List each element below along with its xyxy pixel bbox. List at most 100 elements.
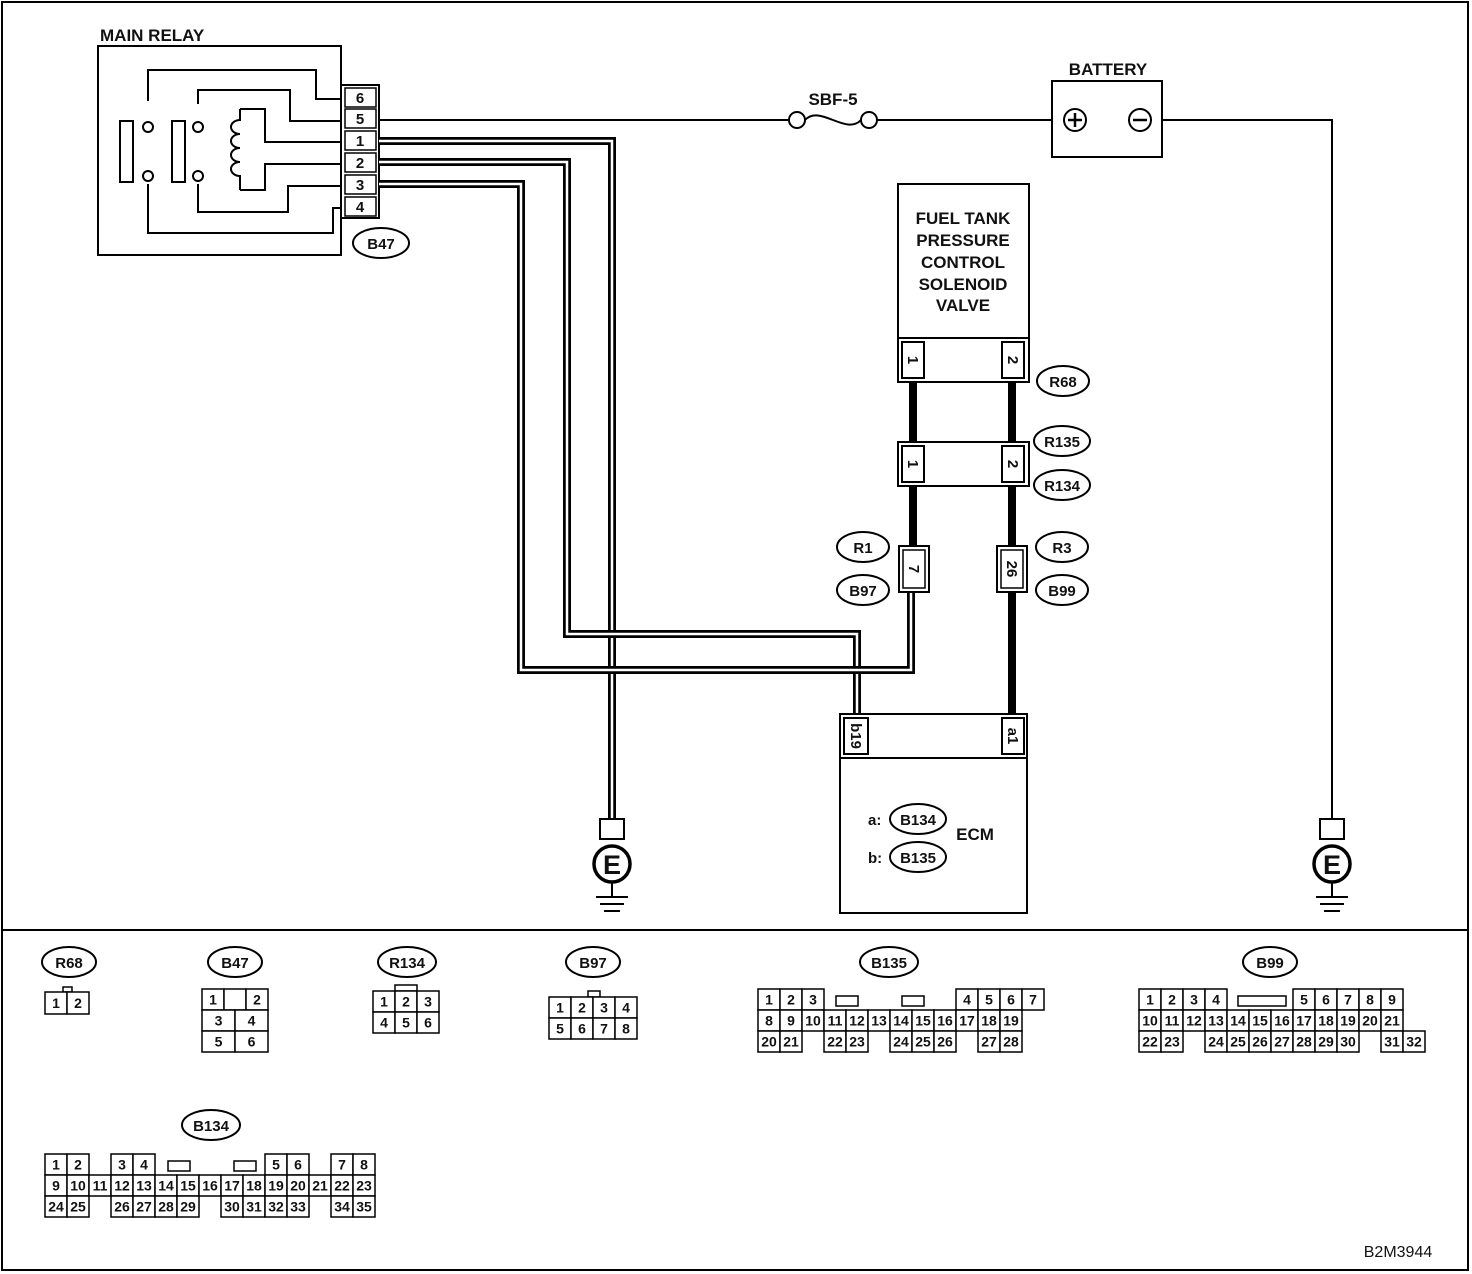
ecm-b-connector: B135 (900, 850, 936, 867)
relay-wire-pin4 (147, 184, 341, 234)
legend-pin-number: 23 (849, 1034, 865, 1050)
legend-pin-number: 1 (52, 995, 60, 1011)
legend-pin-number: 7 (338, 1157, 346, 1173)
legend-pin-number: 8 (622, 1021, 630, 1037)
main-relay: MAIN RELAY 6 5 1 2 3 4 B47 (97, 26, 410, 259)
legend-key-tabs (62, 984, 1287, 1172)
legend-pin-number: 8 (360, 1157, 368, 1173)
figure-code: B2M3944 (1364, 1244, 1433, 1261)
legend-pin-number: 11 (828, 1013, 843, 1029)
legend-pin-number: 33 (290, 1199, 306, 1215)
legend-pin-number: 17 (1296, 1013, 1312, 1029)
legend-pin-number: 28 (158, 1199, 174, 1215)
legend-pin-number: 25 (1230, 1034, 1246, 1050)
relay-wire-pin1 (240, 108, 341, 143)
legend-pin-number: 5 (215, 1034, 223, 1050)
legend-pin-number: 2 (74, 1157, 82, 1173)
legend-pin-number: 4 (248, 1013, 256, 1029)
legend-pin-number: 1 (209, 992, 217, 1008)
legend-pin-number: 18 (246, 1178, 262, 1194)
r68-badge (1036, 365, 1090, 397)
relay-wire-pin5 (197, 89, 341, 122)
fuel-tank-solenoid: FUEL TANK PRESSURE CONTROL SOLENOID VALV… (836, 183, 1091, 606)
battery: BATTERY (1051, 60, 1163, 158)
legend-pin-number: 2 (74, 995, 82, 1011)
legend-pin-number: 3 (809, 992, 817, 1008)
relay-pin-label: 3 (356, 177, 364, 194)
legend-r134-label: R134 (389, 955, 426, 972)
wire-pin3-to-solenoid-core (379, 182, 913, 672)
battery-label: BATTERY (1069, 60, 1148, 79)
legend-pin-cell (223, 988, 247, 1011)
relay-coil-icon (230, 109, 241, 190)
legend-pin-number: 23 (356, 1178, 372, 1194)
legend-pin-number: 16 (1274, 1013, 1290, 1029)
legend-pin-number: 27 (1274, 1034, 1290, 1050)
legend-pin-number: 12 (114, 1178, 130, 1194)
legend-pin-number: 21 (1384, 1013, 1400, 1029)
legend-pin-number: 4 (380, 1015, 388, 1031)
legend-pin-number: 12 (849, 1013, 865, 1029)
fuse-sbf5: SBF-5 (788, 90, 878, 129)
solenoid-label-line: FUEL TANK (916, 209, 1011, 228)
ground-left-label: E (603, 850, 621, 880)
legend-pin-cell (234, 1030, 269, 1053)
ecm-b-badge (889, 841, 947, 873)
relay-contact-point (192, 170, 204, 182)
legend-pin-cell (66, 1195, 90, 1218)
legend-pin-number: 32 (1406, 1034, 1422, 1050)
legend-pin-number: 5 (985, 992, 993, 1008)
r134-pin-right-label: 2 (1004, 460, 1021, 468)
relay-wire-pin3 (197, 184, 341, 213)
b99-pin-cell (1000, 549, 1024, 589)
legend-b47-badge (207, 946, 263, 978)
legend-pin-cell (286, 1195, 310, 1218)
legend-pin-number: 6 (294, 1157, 302, 1173)
legend-pin-number: 27 (136, 1199, 152, 1215)
wire-pin1-ground (379, 137, 616, 822)
legend-pin-number: 20 (761, 1034, 777, 1050)
wire-pin3-to-solenoid (379, 180, 915, 674)
legend-pin-number: 6 (1322, 992, 1330, 1008)
r68-pin-left (901, 341, 925, 379)
legend-pin-number: 25 (70, 1199, 86, 1215)
legend-pin-number: 10 (70, 1178, 86, 1194)
legend-pin-number: 2 (253, 992, 261, 1008)
legend-pin-number: 7 (1029, 992, 1037, 1008)
r1-badge-label: R1 (853, 540, 872, 557)
relay-pin-cell (344, 108, 377, 129)
legend-pin-number: 4 (963, 992, 971, 1008)
b97-badge (836, 574, 890, 606)
legend-pin-number: 5 (272, 1157, 280, 1173)
legend-r134-badge (377, 946, 437, 978)
legend-pin-number: 3 (424, 994, 432, 1010)
legend-pin-number: 7 (600, 1021, 608, 1037)
legend-pin-cell (845, 1030, 869, 1053)
relay-pin-label: 5 (356, 111, 364, 128)
legend-pin-number: 20 (1362, 1013, 1378, 1029)
legend-pin-number: 6 (578, 1021, 586, 1037)
legend-pin-number: 2 (402, 994, 410, 1010)
legend-pin-cell (352, 1195, 376, 1218)
legend-b134-badge (181, 1109, 241, 1141)
legend-pin-number: 4 (1212, 992, 1220, 1008)
legend-pin-number: 21 (312, 1178, 328, 1194)
r134-pin-left-label: 1 (904, 460, 921, 468)
legend-r68-label: R68 (55, 955, 83, 972)
legend-pin-number: 29 (180, 1199, 196, 1215)
ecm-pin-a1 (1001, 717, 1025, 755)
ground-right-label: E (1323, 850, 1341, 880)
legend-pin-number: 9 (787, 1013, 795, 1029)
solenoid-label-line: CONTROL (921, 253, 1005, 272)
legend-b97-label: B97 (579, 955, 607, 972)
legend-pin-number: 8 (765, 1013, 773, 1029)
legend-b99-label: B99 (1256, 955, 1284, 972)
fuse-terminal (788, 111, 806, 129)
ecm-b-prefix: b: (868, 850, 882, 867)
r134-badge-label: R134 (1044, 478, 1081, 495)
legend-pin-number: 13 (871, 1013, 887, 1029)
